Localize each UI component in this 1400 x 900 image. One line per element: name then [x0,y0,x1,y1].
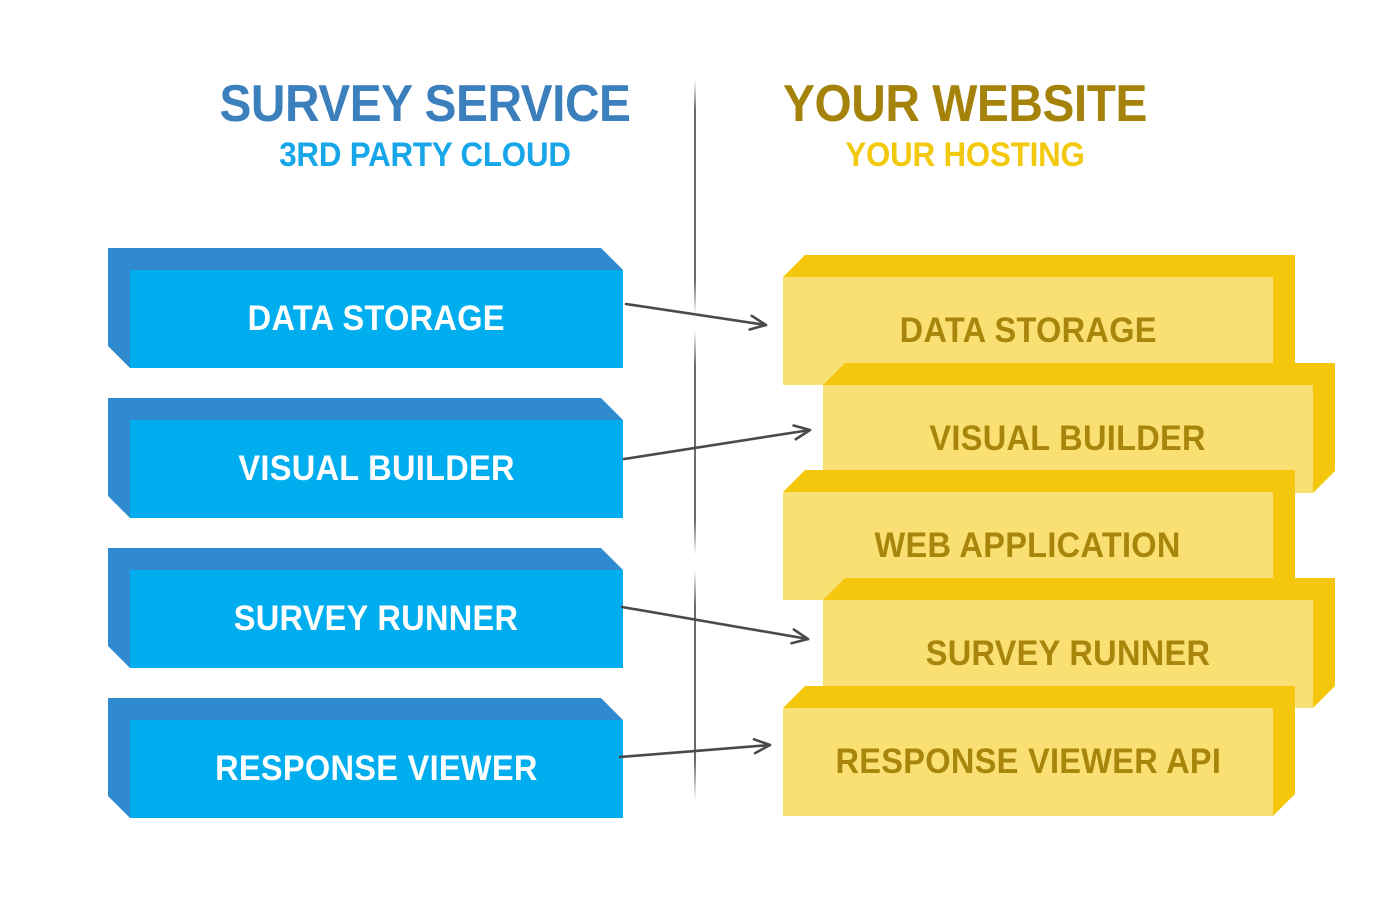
right-column-heading: YOUR WEBSITE YOUR HOSTING [720,78,1210,172]
blue-box-front-face: SURVEY RUNNER [130,570,623,668]
arrow-survey-runner-line [620,605,810,641]
yellow-box-label: SURVEY RUNNER [925,634,1211,673]
blue-box-front-face: RESPONSE VIEWER [130,720,623,818]
right-column-subtitle: YOUR HOSTING [845,136,1085,174]
arrow-survey-runner-head [790,628,810,645]
blue-box-front-face: DATA STORAGE [130,270,623,368]
yellow-box-front-face: RESPONSE VIEWER API [783,708,1273,816]
blue-box-visual-builder[interactable]: VISUAL BUILDER [108,398,623,518]
arrow-visual-builder-head [792,424,812,441]
arrow-response-viewer-head [752,738,772,755]
blue-box-survey-runner[interactable]: SURVEY RUNNER [108,548,623,668]
blue-box-label: RESPONSE VIEWER [215,749,538,788]
left-column-title: SURVEY SERVICE [219,75,631,133]
left-column-heading: SURVEY SERVICE 3RD PARTY CLOUD [180,78,670,172]
blue-box-label: DATA STORAGE [247,299,506,338]
yellow-box-label: DATA STORAGE [899,311,1157,350]
yellow-box-label: WEB APPLICATION [874,526,1182,565]
blue-box-data-storage[interactable]: DATA STORAGE [108,248,623,368]
left-column-subtitle: 3RD PARTY CLOUD [279,136,571,174]
blue-box-front-face: VISUAL BUILDER [130,420,623,518]
yellow-box-label: RESPONSE VIEWER API [835,742,1221,781]
yellow-box-label: VISUAL BUILDER [929,419,1207,458]
arrow-visual-builder-line [622,428,812,461]
column-divider [694,80,696,815]
right-column-title: YOUR WEBSITE [783,75,1147,133]
arrow-data-storage-line [624,302,768,327]
arrow-data-storage-head [748,314,768,331]
blue-box-response-viewer[interactable]: RESPONSE VIEWER [108,698,623,818]
yellow-box-response-viewer-api[interactable]: RESPONSE VIEWER API [783,686,1295,816]
blue-box-label: SURVEY RUNNER [234,599,519,638]
blue-box-label: VISUAL BUILDER [238,449,515,488]
